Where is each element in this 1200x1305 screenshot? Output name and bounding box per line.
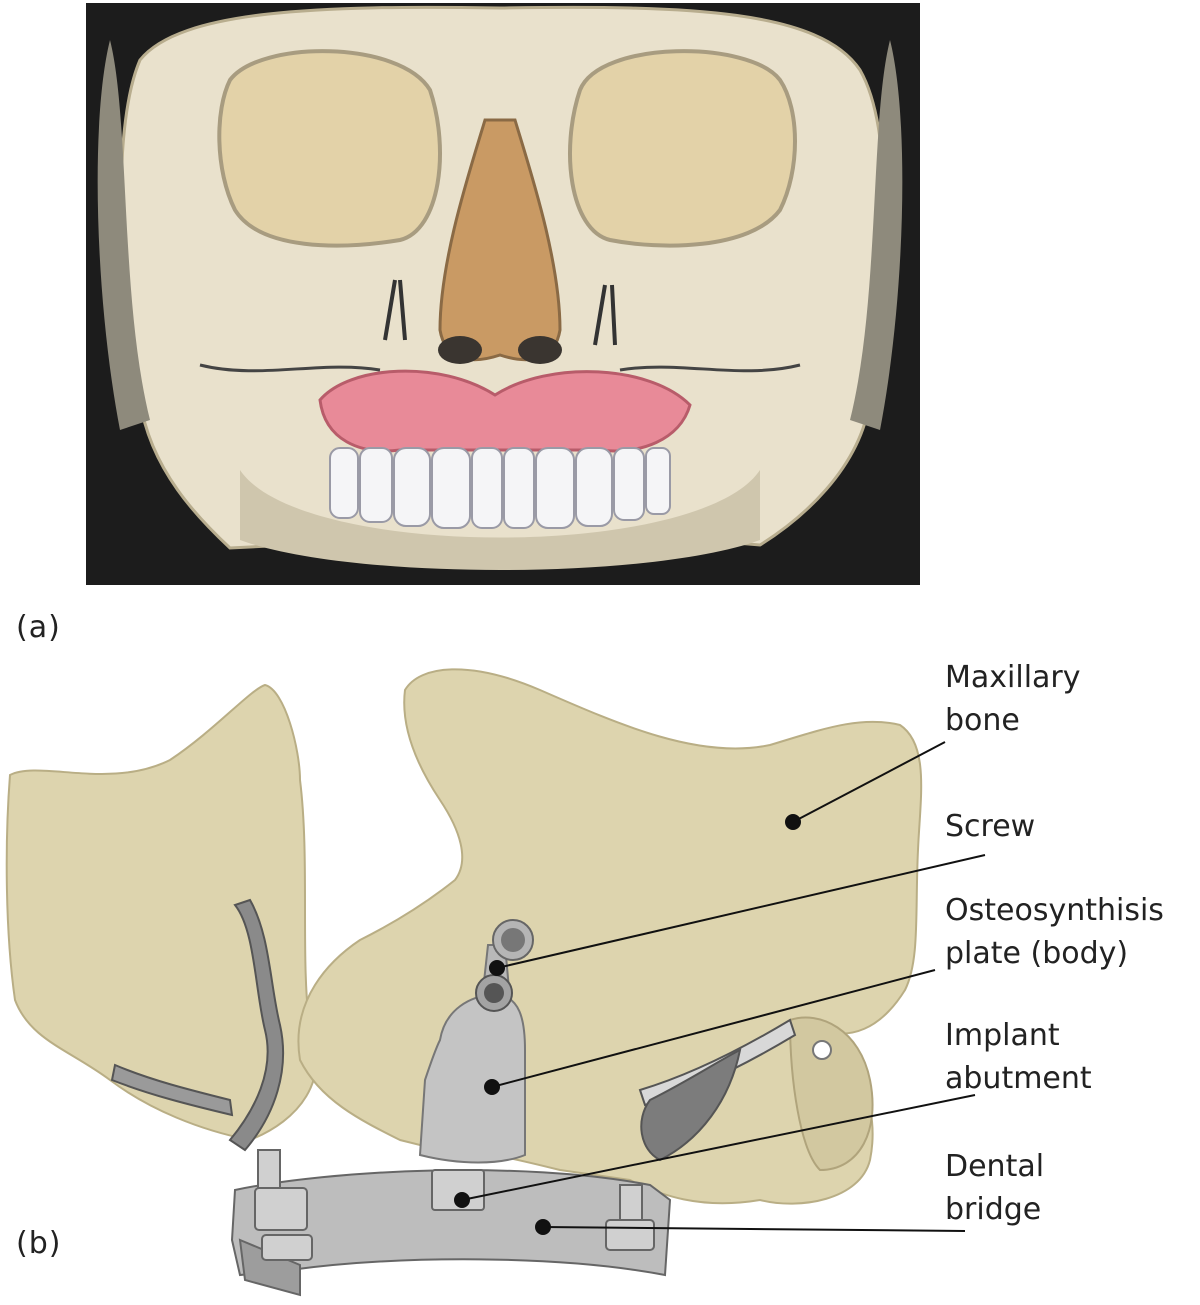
panel-a-label: (a)	[16, 610, 61, 645]
callout-implant-abutment: Implant abutment	[945, 1014, 1092, 1100]
cad-model	[5, 668, 923, 1297]
callout-line: bone	[945, 703, 1020, 738]
callout-line: abutment	[945, 1061, 1092, 1096]
teeth-row	[329, 447, 671, 529]
dental-bridge-shape	[230, 1169, 672, 1277]
callout-line: bridge	[945, 1192, 1042, 1227]
leader-lines	[454, 741, 986, 1235]
nasal-cavity	[438, 118, 562, 362]
panel-b-label: (b)	[16, 1226, 62, 1261]
implant-abutments	[254, 1149, 655, 1261]
callout-dental-bridge: Dental bridge	[945, 1145, 1044, 1231]
callout-line: Maxillary	[945, 660, 1081, 695]
callout-line: Osteosynthisis	[945, 893, 1164, 928]
callout-line: Screw	[945, 809, 1036, 844]
right-orbit	[568, 49, 797, 248]
osteosynthesis-plate	[418, 993, 526, 1164]
left-orbit	[217, 49, 442, 248]
callout-line: plate (body)	[945, 936, 1129, 971]
left-lateral-plate	[228, 898, 284, 1152]
skull-photo	[86, 3, 920, 585]
callout-screw: Screw	[945, 805, 1035, 848]
callout-line: Implant	[945, 1018, 1060, 1053]
callout-osteosynthesis-plate: Osteosynthisis plate (body)	[945, 889, 1164, 975]
callout-line: Dental	[945, 1149, 1045, 1184]
callout-maxillary-bone: Maxillary bone	[945, 656, 1081, 742]
